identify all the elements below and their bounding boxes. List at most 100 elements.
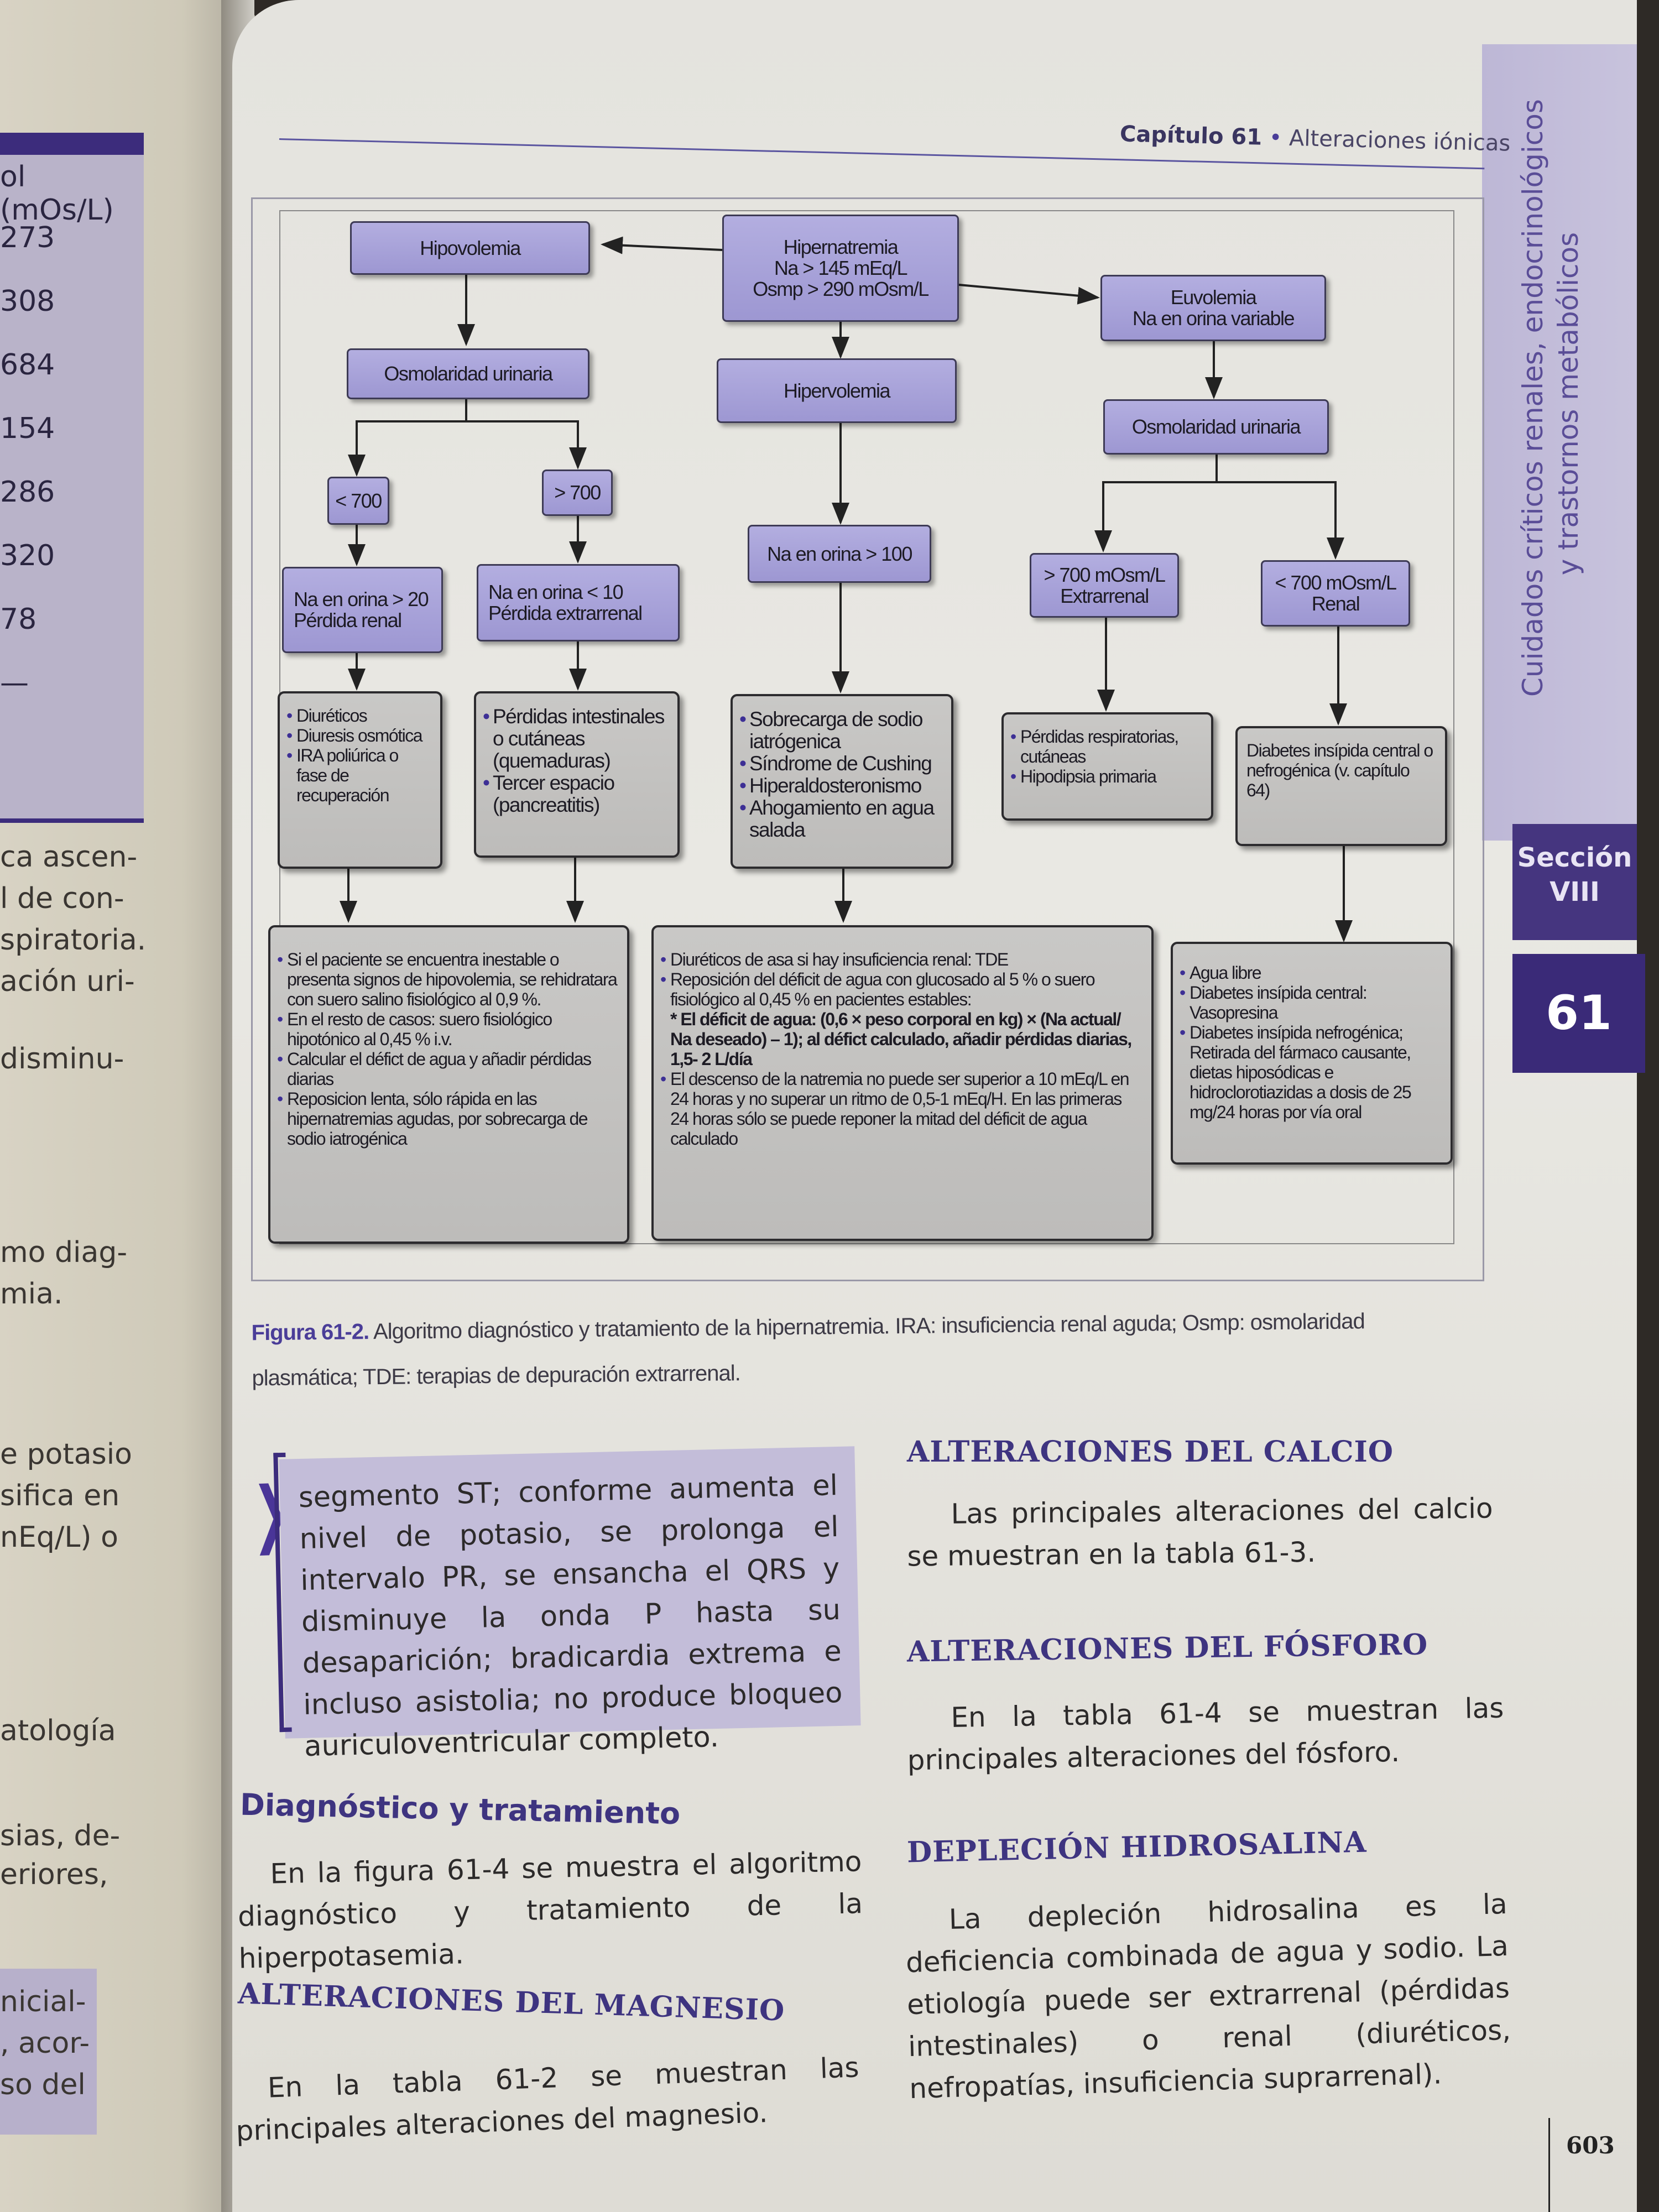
node-lt700: < 700 [327,477,389,525]
node-osmolaridad-left: Osmolaridad urinaria [347,348,589,399]
figure-frame [251,197,1484,1281]
list-item: Ahogamiento en agua salada [739,797,942,841]
callout-text: segmento ST; conforme aumenta el nivel d… [298,1469,843,1763]
left-page-callout: nicial- , acor- so del [0,1969,97,2135]
node-gt700: > 700 [542,469,613,516]
table-cell: 684 [0,348,55,382]
section-badge: Sección VIII [1512,824,1637,940]
list-item: Diuresis osmótica [286,726,431,745]
table-cell: ol (mOs/L) [0,160,114,227]
node-text: < 700 mOsm/L [1275,571,1397,594]
list-item: Síndrome de Cushing [739,753,942,775]
box-treatment-hipervolemia: Diuréticos de asa si hay insuficiencia r… [651,925,1154,1241]
list-item: Hiperaldosteronismo [739,775,942,797]
list-item: Tercer espacio (pancreatitis) [483,772,669,816]
node-hipovolemia: Hipovolemia [350,221,590,275]
table-cell: 286 [0,476,55,509]
text-fragment: mo diag- [0,1236,128,1269]
node-na-gt100: Na en orina > 100 [748,525,931,583]
box-causes-hipervolemia: Sobrecarga de sodio iatrógenica Síndrome… [731,694,953,869]
table-cell: 308 [0,285,55,318]
text-fragment: ca ascen- [0,841,138,874]
arrow-to-hipovolemia [601,236,723,254]
text-fragment: eriores, [0,1858,108,1891]
table-cell: 154 [0,412,55,445]
connector [1102,481,1344,560]
node-hipervolemia: Hipervolemia [717,358,957,423]
node-extrarrenal: > 700 mOsm/L Extrarrenal [1030,553,1179,618]
list-item: IRA poliúrica o fase de recuperación [286,745,431,805]
text-fragment: sias, de- [0,1819,121,1853]
node-renal: < 700 mOsm/L Renal [1261,560,1410,627]
node-text: Na en orina variable [1132,307,1295,330]
paragraph-calcio: Las principales alteraciones del calcio … [907,1492,1493,1573]
list-item: Reposicion lenta, sólo rápida en las hip… [277,1089,618,1149]
arrow-to-euvolemia [958,284,1100,305]
caption-text: Algoritmo diagnóstico y tratamiento de l… [252,1309,1365,1391]
list-item: Si el paciente se encuentra inestable o … [277,950,618,1009]
list-item: Calcular el défict de agua y añadir pérd… [277,1049,618,1089]
box-causes-euvolemia-extrarrenal: Pérdidas respiratorias, cutáneas Hipodip… [1001,712,1213,821]
page-number: 603 [1566,2132,1615,2159]
table-cell: 78 [0,603,37,636]
list-item: Pérdidas respiratorias, cutáneas [1010,727,1202,766]
text-fragment: nicial- [0,1985,86,2018]
side-tab-strip [1482,44,1637,841]
node-text: Osmp > 290 mOsm/L [753,278,929,300]
node-text: Hipernatremia [783,236,899,258]
list-item: Sobrecarga de sodio iatrógenica [739,708,942,753]
left-page-table: ol (mOs/L) 273 308 684 154 286 320 78 — [0,133,144,823]
node-hipernatremia: Hipernatremia Na > 145 mEq/L Osmp > 290 … [722,215,959,322]
box-text: Diabetes insípida central o nefrogénica … [1246,740,1433,800]
list-item: El descenso de la natremia no puede ser … [660,1069,1142,1149]
node-text: Pérdida extrarrenal [488,602,643,624]
node-text: Renal [1311,592,1360,615]
text-fragment: l de con- [0,882,124,915]
node-text: Na en orina < 10 [488,581,624,603]
chapter-badge: 61 [1512,954,1645,1073]
node-euvolemia: Euvolemia Na en orina variable [1100,275,1326,341]
node-na-lt10: Na en orina < 10 Pérdida extrarrenal [477,564,680,641]
box-causes-euvolemia-renal: Diabetes insípida central o nefrogénica … [1235,726,1447,846]
page-number-rule [1548,2118,1550,2212]
table-cell: — [0,666,29,700]
section-number: VIII [1550,877,1600,907]
text-fragment: nEq/L) o [0,1521,118,1554]
node-text: Euvolemia [1170,286,1257,309]
list-item: Diuréticos [286,706,431,726]
text-fragment: e potasio [0,1438,132,1471]
section-label: Sección [1517,842,1632,873]
text-fragment: mia. [0,1277,63,1311]
paragraph-fosforo: En la tabla 61-4 se muestran las princip… [907,1692,1504,1777]
node-text: Na > 145 mEq/L [774,257,908,279]
list-item: Agua libre [1180,963,1442,983]
box-causes-renal: Diuréticos Diuresis osmótica IRA poliúri… [278,691,442,869]
box-treatment-euvolemia: Agua libre Diabetes insípida central: Va… [1171,942,1453,1165]
node-text: > 700 mOsm/L [1044,563,1166,586]
text-fragment: sifica en [0,1479,120,1512]
node-text: Pérdida renal [294,609,402,632]
box-causes-extrarrenal: Pérdidas intestinales o cutáneas (quemad… [474,691,680,858]
node-na-gt20: Na en orina > 20 Pérdida renal [282,567,443,653]
text-fragment: ación uri- [0,965,135,998]
heading-calcio: ALTERACIONES DEL CALCIO [907,1435,1394,1469]
paragraph-diagnostico: En la figura 61-4 se muestra el algoritm… [237,1845,863,1975]
list-item: En el resto de casos: suero fisiológico … [277,1009,618,1049]
text-fragment: atología [0,1714,116,1747]
text-fragment: , acor- [0,2027,90,2060]
figure-caption: Figura 61-2. Algoritmo diagnóstico y tra… [251,1298,1458,1401]
box-treatment-hipovolemia: Si el paciente se encuentra inestable o … [268,925,629,1244]
node-osmolaridad-right: Osmolaridad urinaria [1103,399,1329,455]
figure-label: Figura 61-2. [251,1319,369,1345]
text-fragment: spiratoria. [0,924,147,957]
list-item: Hipodipsia primaria [1010,766,1202,786]
list-item: Diabetes insípida central: Vasopresina [1180,983,1442,1022]
paragraph-deplecion: La depleción hidrosalina es la deficienc… [905,1887,1511,2105]
list-item: Pérdidas intestinales o cutáneas (quemad… [483,706,669,772]
left-page: ol (mOs/L) 273 308 684 154 286 320 78 — … [0,0,260,2212]
list-item: Diabetes insípida nefrogénica; Retirada … [1180,1022,1442,1122]
node-text: Extrarrenal [1060,584,1149,607]
list-item: Diuréticos de asa si hay insuficiencia r… [660,950,1142,969]
table-cell: 320 [0,539,55,572]
